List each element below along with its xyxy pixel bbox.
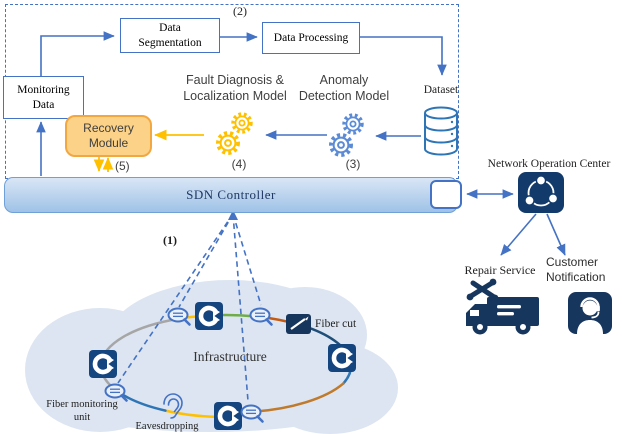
recovery-arrows (93, 129, 204, 172)
step-4-label: (4) (231, 157, 247, 171)
infrastructure-cloud (25, 280, 398, 434)
eavesdropping-label: Eavesdropping (135, 421, 199, 432)
data-segmentation-box: Data Segmentation (120, 18, 220, 53)
fiber-cut-icon (286, 314, 311, 334)
monitoring-data-box: Monitoring Data (3, 76, 84, 119)
fault-model-label: Fault Diagnosis & Localization Model (183, 73, 287, 103)
recovery-module-box: Recovery Module (65, 115, 152, 157)
customer-agent-icon (568, 292, 612, 334)
step-3-label: (3) (345, 157, 361, 171)
dataset-label: Dataset (423, 84, 459, 96)
noc-label: Network Operation Center (487, 158, 611, 170)
step-5-label: (5) (115, 159, 130, 173)
sdn-control-links (117, 213, 262, 402)
flow-arrows (36, 31, 566, 256)
step-2-label: (2) (233, 4, 247, 18)
fiber-monitoring-unit-label: Fiber monitoring unit (46, 399, 118, 424)
repair-truck-icon (466, 278, 539, 335)
repair-service-label: Repair Service (464, 263, 536, 277)
sdn-controller-bar: SDN Controller (4, 177, 458, 213)
eavesdropping-ear-icon (163, 393, 183, 419)
data-processing-box: Data Processing (262, 22, 360, 54)
sdn-link-apex-arrow (228, 210, 238, 220)
customer-notification-label: Customer Notification (546, 255, 606, 284)
infrastructure-label: Infrastructure (193, 349, 267, 364)
dataset-database-icon (424, 106, 458, 156)
anomaly-model-label: Anomaly Detection Model (298, 73, 390, 103)
network-operation-center-icon (518, 172, 564, 213)
controller-config-chip (430, 180, 462, 209)
fiber-cut-label: Fiber cut (315, 318, 357, 330)
step-1-label: (1) (163, 233, 177, 247)
